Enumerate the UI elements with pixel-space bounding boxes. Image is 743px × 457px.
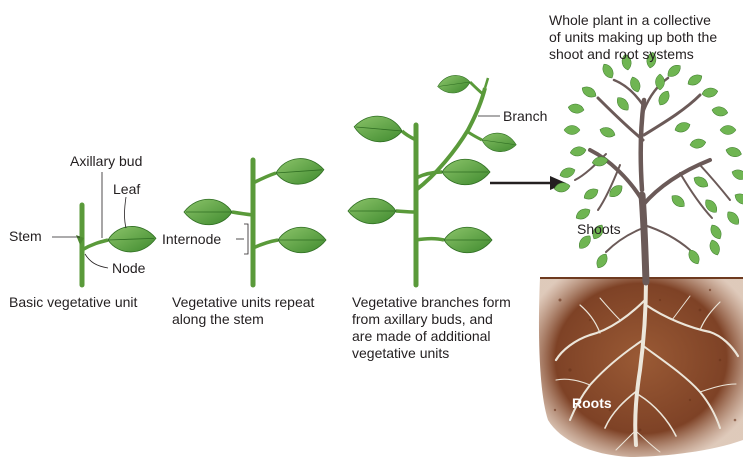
branch-label: Branch [503, 108, 547, 125]
whole-plant-illustration [539, 51, 743, 457]
repeating-units-illustration [184, 157, 326, 285]
roots-label: Roots [572, 395, 612, 412]
caption-basic-unit: Basic vegetative unit [9, 294, 137, 311]
tree-trunk [575, 78, 730, 282]
axillary-bud-label: Axillary bud [70, 153, 142, 170]
shoots-label: Shoots [577, 221, 621, 238]
node-label: Node [112, 260, 145, 277]
leaf-label: Leaf [113, 181, 140, 198]
stem-label: Stem [9, 228, 42, 245]
caption-units-repeat: Vegetative units repeat along the stem [172, 294, 314, 328]
caption-whole-plant: Whole plant in a collective of units mak… [549, 12, 717, 63]
branching-illustration [348, 73, 518, 285]
internode-label: Internode [162, 231, 221, 248]
caption-branches: Vegetative branches form from axillary b… [352, 294, 511, 362]
